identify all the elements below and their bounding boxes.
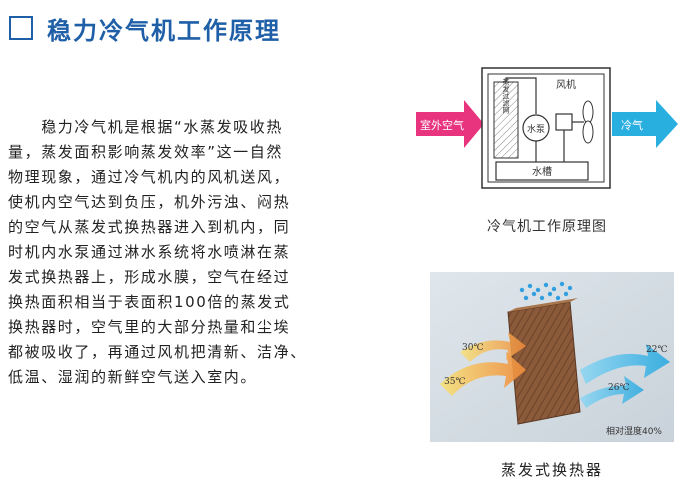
outlet-label: 冷气 bbox=[621, 118, 643, 132]
fan-blade-icon bbox=[582, 100, 594, 124]
photo-caption: 蒸发式换热器 bbox=[500, 461, 603, 479]
page-title: 稳力冷气机工作原理 bbox=[47, 16, 281, 45]
temp-label-30: 30℃ bbox=[462, 343, 484, 353]
paragraph-line: 发式换热器上，形成水膜，空气在经过 bbox=[8, 268, 291, 286]
paragraph-line: 换热面积相当于表面积100倍的蒸发式 bbox=[8, 293, 291, 311]
warm-air-arrow-icon bbox=[460, 332, 526, 362]
paragraph-line: 量，蒸发面积影响蒸发效率”这一自然 bbox=[8, 143, 283, 161]
page-header: 稳力冷气机工作原理 bbox=[9, 8, 281, 48]
paragraph-line: 的空气从蒸发式换热器进入到机内，同 bbox=[8, 218, 291, 236]
diagram-caption: 冷气机工作原理图 bbox=[487, 219, 607, 235]
water-pipe bbox=[505, 77, 537, 114]
description-paragraph: 稳力冷气机是根据“水蒸发吸收热 量，蒸发面积影响蒸发效率”这一自然 物理现象，通… bbox=[8, 115, 364, 390]
machine-inner-frame bbox=[487, 73, 605, 183]
pad-top-face bbox=[508, 298, 578, 312]
paragraph-line: 都被吸收了，再通过风机把清新、洁净、 bbox=[8, 343, 307, 361]
warm-air-arrow-icon bbox=[440, 352, 526, 396]
fan-blade-icon bbox=[582, 120, 594, 144]
water-tank bbox=[495, 161, 589, 181]
inlet-arrow-icon bbox=[416, 100, 484, 148]
fan-motor bbox=[555, 113, 573, 131]
paragraph-line: 换热器时，空气里的大部分热量和尘埃 bbox=[8, 318, 291, 336]
temp-label-35: 35℃ bbox=[444, 377, 466, 387]
water-droplets-icon bbox=[519, 281, 573, 301]
paragraph-line: 物理现象，通过冷气机内的风机送风， bbox=[8, 168, 291, 186]
temp-label-26: 26℃ bbox=[608, 383, 630, 393]
pad-label: 蒸发过滤网 bbox=[502, 78, 510, 115]
working-principle-diagram: 室外空气 冷气 蒸发过滤网 水泵 风机 水槽 bbox=[416, 66, 678, 190]
paragraph-line: 稳力冷气机是根据“水蒸发吸收热 bbox=[8, 118, 283, 136]
evaporative-exchanger-illustration: 30℃ 35℃ 26℃ 22℃ 相对湿度40% bbox=[430, 272, 674, 442]
paragraph-line: 时机内水泵通过淋水系统将水喷淋在蒸 bbox=[8, 243, 291, 261]
cool-air-arrow-icon bbox=[580, 376, 644, 408]
humidity-label: 相对湿度40% bbox=[606, 425, 662, 437]
outlet-arrow-icon bbox=[612, 100, 678, 148]
pump-label: 水泵 bbox=[527, 123, 545, 135]
inlet-label: 室外空气 bbox=[420, 118, 464, 132]
paragraph-line: 使机内空气达到负压，机外污浊、闷热 bbox=[8, 193, 291, 211]
temp-label-22: 22℃ bbox=[646, 345, 668, 355]
tank-label: 水槽 bbox=[532, 165, 552, 178]
cool-air-arrow-icon bbox=[580, 344, 670, 384]
paragraph-line: 低温、湿润的新鲜空气送入室内。 bbox=[8, 368, 258, 386]
fan-label: 风机 bbox=[556, 78, 576, 91]
evaporative-pad-block bbox=[507, 301, 581, 425]
title-square-icon bbox=[9, 16, 33, 40]
